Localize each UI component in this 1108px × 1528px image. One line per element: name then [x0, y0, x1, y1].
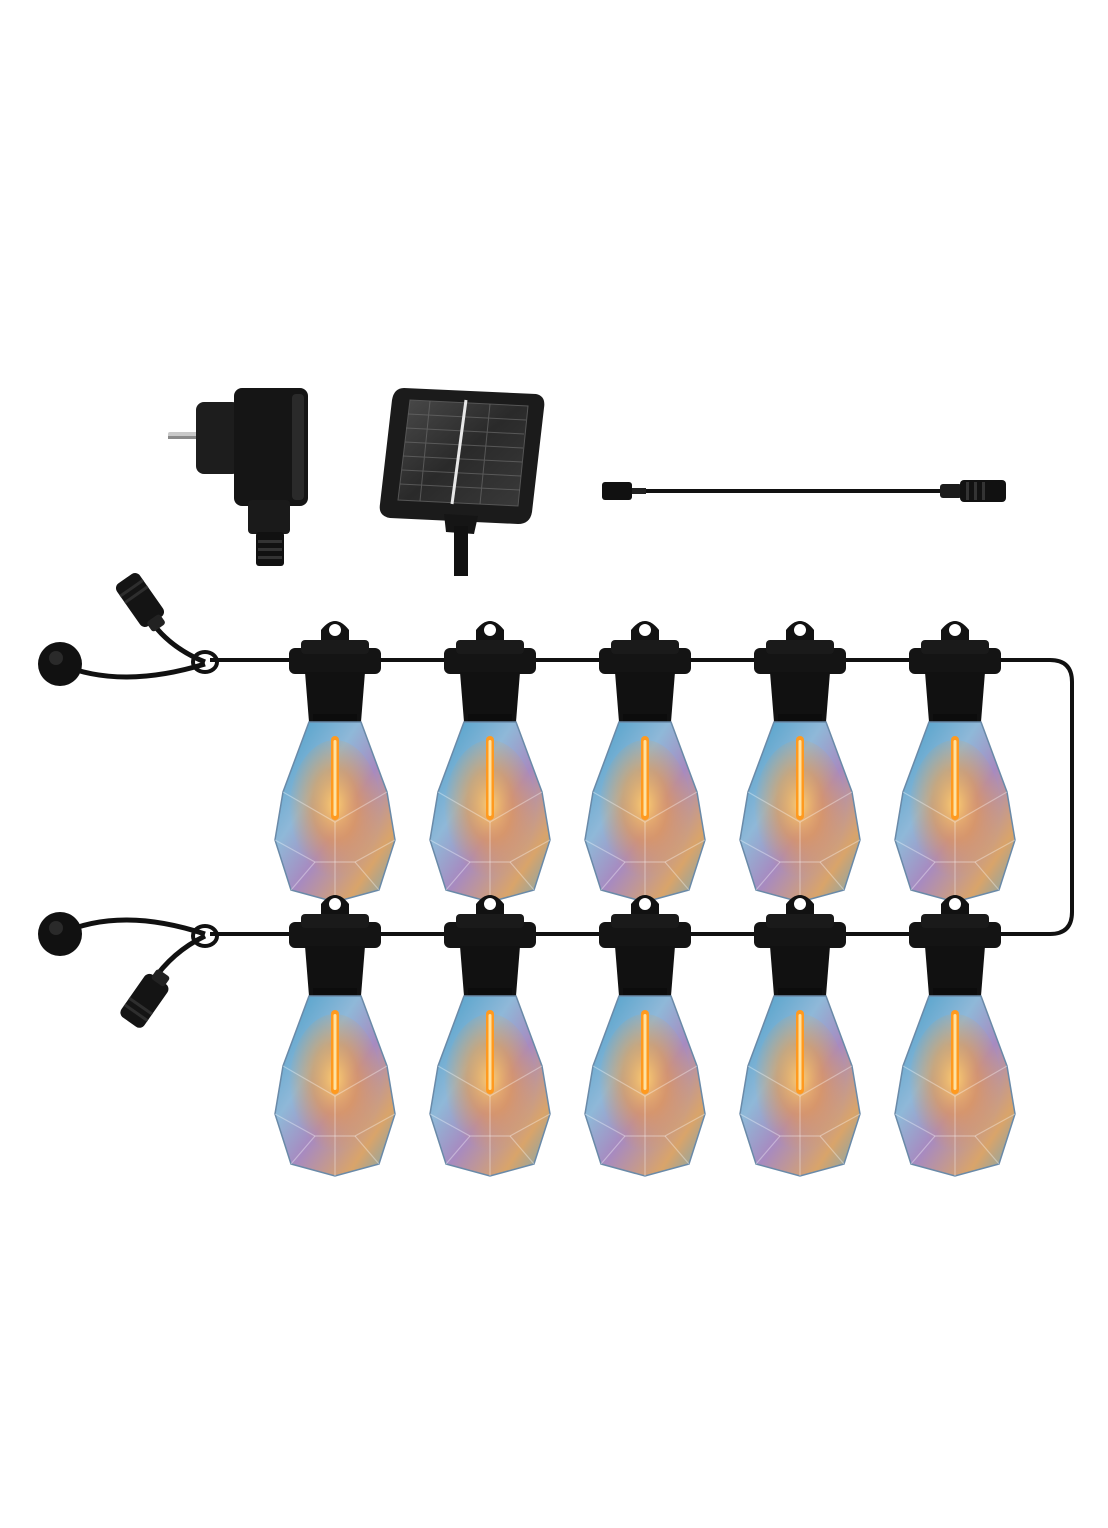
- bulb-r1-1: [274, 621, 396, 903]
- bulb-r2-5: [894, 895, 1016, 1177]
- bulb-r2-1: [274, 895, 396, 1177]
- bulb-r1-3: [584, 621, 706, 903]
- bulb-r1-2: [429, 621, 551, 903]
- cable-end-top: [38, 573, 219, 686]
- bulb-r2-2: [429, 895, 551, 1177]
- cable-end-bottom: [38, 912, 219, 1028]
- solar-panel-icon: [379, 388, 545, 576]
- bulb-r1-4: [739, 621, 861, 903]
- power-adapter-icon: [168, 388, 308, 566]
- extension-cable-icon: [602, 480, 1006, 502]
- bulb-r2-3: [584, 895, 706, 1177]
- cable-top: [210, 658, 1074, 936]
- bulb-r2-4: [739, 895, 861, 1177]
- bulb-r1-5: [894, 621, 1016, 903]
- string-lights-icon: [38, 573, 1074, 1177]
